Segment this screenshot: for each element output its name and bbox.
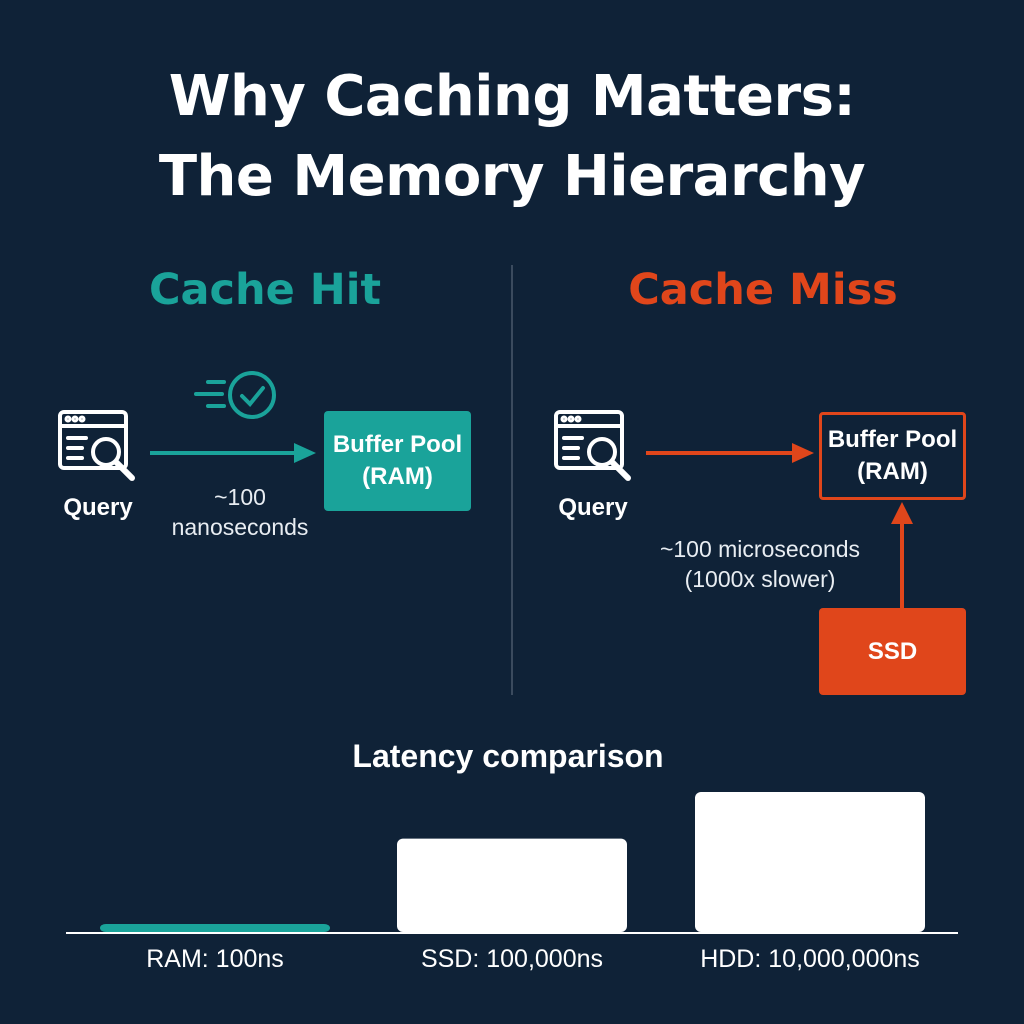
cache-miss-buffer-pool-line-2: (RAM): [857, 458, 928, 485]
cache-miss-latency-line-1: ~100 microseconds: [659, 536, 861, 562]
cache-hit-query-label: Query: [63, 494, 133, 521]
query-search-icon: [554, 410, 631, 481]
cache-miss-buffer-pool-line-1: Buffer Pool: [827, 426, 958, 453]
query-search-icon: [58, 410, 135, 481]
latency-bar-label-3: HDD: 10,000,000ns: [700, 945, 920, 973]
cache-hit-buffer-pool-line-1: Buffer Pool: [332, 431, 463, 458]
cache-hit-heading: Cache Hit: [148, 265, 382, 315]
cache-hit-buffer-pool-line-2: (RAM): [362, 463, 433, 490]
cache-miss-arrow: [646, 443, 814, 463]
cache-miss-latency-line-2: (1000x slower): [684, 566, 836, 592]
latency-bar-3: [695, 792, 925, 932]
latency-comparison-heading: Latency comparison: [352, 738, 664, 774]
ssd-box: SSD: [819, 608, 966, 695]
latency-chart: [66, 792, 958, 934]
cache-hit-arrow: [150, 443, 316, 463]
page-title-line-2: The Memory Hierarchy: [158, 144, 866, 209]
cache-hit-buffer-pool-box: Buffer Pool (RAM): [324, 411, 471, 511]
cache-miss-query-label: Query: [558, 494, 628, 521]
latency-bar-label-2: SSD: 100,000ns: [420, 945, 604, 973]
cache-miss-heading: Cache Miss: [628, 265, 898, 315]
ssd-to-ram-arrow: [891, 502, 913, 608]
latency-bar-label-1: RAM: 100ns: [146, 945, 284, 973]
cache-miss-latency-caption: ~100 microseconds (1000x slower): [640, 534, 880, 594]
cache-hit-latency-line-2: nanoseconds: [171, 514, 309, 540]
latency-bar-1: [100, 924, 330, 932]
cache-hit-latency-caption: ~100 nanoseconds: [150, 482, 330, 542]
page-title-line-1: Why Caching Matters:: [168, 64, 856, 129]
latency-bar-2: [397, 838, 627, 932]
fast-check-icon: [194, 371, 276, 419]
section-divider: [511, 265, 513, 695]
cache-miss-buffer-pool-box: Buffer Pool (RAM): [819, 412, 966, 500]
cache-hit-latency-line-1: ~100: [214, 484, 266, 510]
